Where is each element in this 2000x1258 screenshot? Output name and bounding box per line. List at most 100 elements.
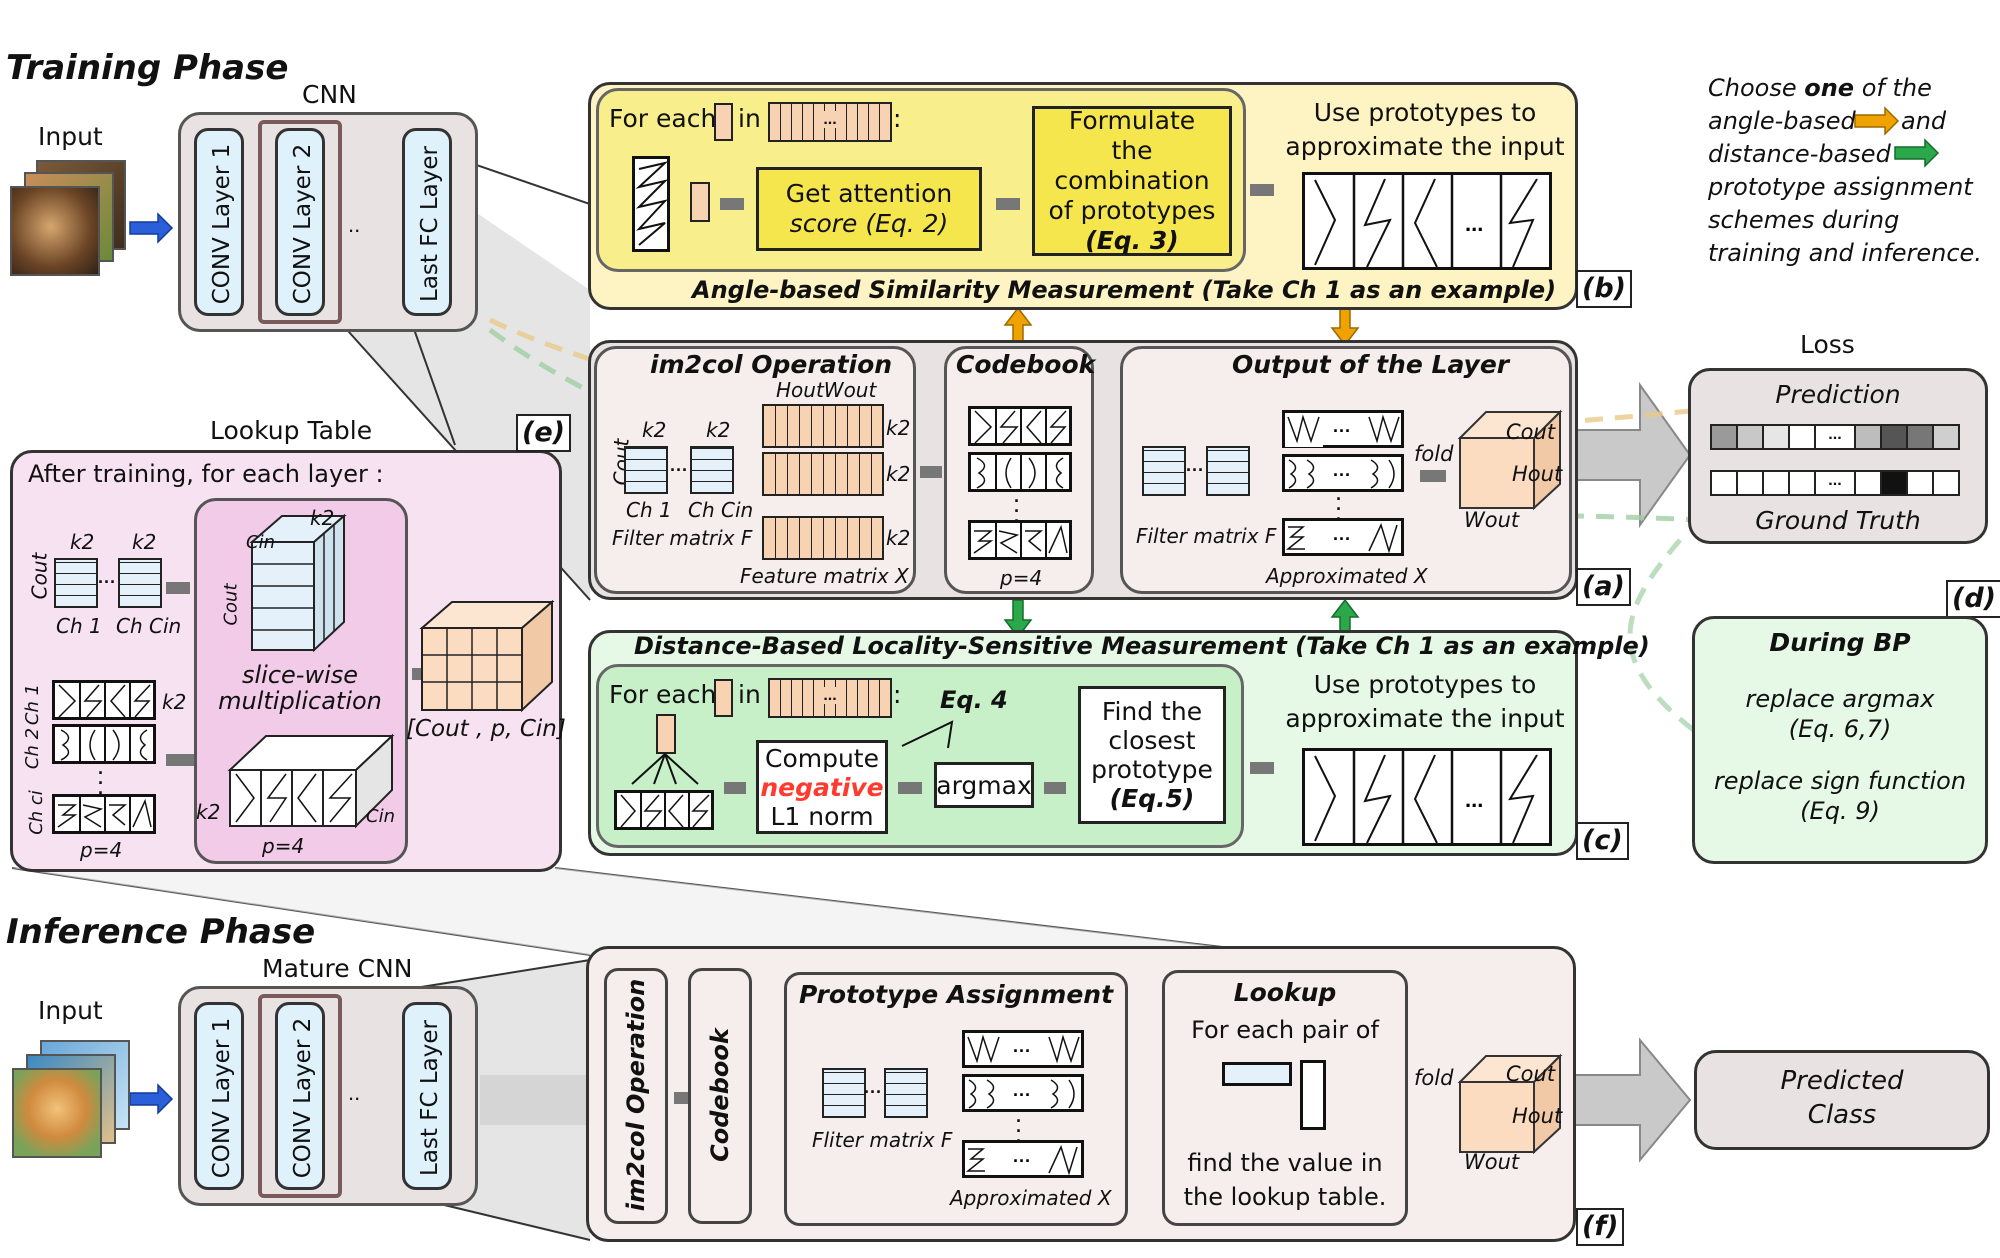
f-filter-2 [884, 1068, 928, 1118]
input-image-cat [10, 186, 100, 276]
approx-row-1: ··· [1282, 410, 1404, 448]
output-filter-1 [1142, 446, 1186, 496]
e-ch1: Ch 1 [56, 614, 102, 638]
note-line-3: distance-based [1708, 140, 1891, 168]
cube-cout: Cout [1506, 420, 1556, 444]
k2-label: k2 [886, 462, 911, 486]
loss-label: Loss [1800, 330, 1855, 359]
f-approx-row-1: ··· [962, 1030, 1084, 1068]
lookup-row-vector-icon [1222, 1062, 1292, 1086]
inference-layer2-highlight [258, 994, 342, 1198]
feature-row-3 [762, 516, 884, 560]
f-cube-hout: Hout [1512, 1104, 1563, 1128]
e-codebook-row-1 [52, 680, 156, 720]
lookup-box [1162, 970, 1408, 1226]
ground-truth-label: Ground Truth [1755, 506, 1921, 535]
panel-c-codebook-sketch [614, 790, 714, 830]
e-cin-bottom: Cin [366, 806, 395, 827]
e-filter-1 [54, 558, 98, 608]
e-k2: k2 [70, 530, 95, 554]
input-arrow-infer [129, 1083, 174, 1115]
training-input-label: Input [38, 122, 103, 151]
svg-text:···: ··· [1013, 1151, 1031, 1171]
panel-d-argmax: replace argmax(Eq. 6,7) [1745, 685, 1935, 743]
output-filter-ellipsis: ··· [1186, 460, 1204, 480]
panel-b-tag: (b) [1576, 270, 1633, 308]
svg-text:···: ··· [1333, 421, 1351, 441]
conv-layer-2-block[interactable]: CONV Layer 2 [275, 128, 325, 316]
f-codebook-box: Codebook [688, 968, 752, 1224]
codebook-row-2 [968, 452, 1072, 492]
arrow [1250, 762, 1274, 774]
inf-last-fc-layer-block[interactable]: Last FC Layer [402, 1002, 452, 1190]
output-filter-2 [1206, 446, 1250, 496]
green-arrow-codebook [1003, 599, 1033, 639]
inference-input-label: Input [38, 996, 103, 1025]
inf-conv-layer-1-block[interactable]: CONV Layer 1 [194, 1002, 244, 1190]
panel-c-vector-icon [714, 679, 733, 717]
prototype-assignment-title: Prototype Assignment [798, 980, 1114, 1009]
ground-truth-bar: ... [1710, 470, 1960, 496]
note-line-2: angle-based [1708, 107, 1856, 135]
f-approx-row-2: ··· [962, 1074, 1084, 1112]
f-output-cube [1457, 1053, 1563, 1155]
arrow [1044, 782, 1066, 794]
lookup-col-vector-icon [1300, 1060, 1326, 1130]
cube-hout: Hout [1512, 462, 1563, 486]
panel-b-input-sketch [632, 156, 670, 252]
arrow [166, 754, 200, 766]
panel-d-tag: (d) [1946, 580, 2000, 618]
conv-layer-1-block[interactable]: CONV Layer 1 [194, 128, 244, 316]
fold-label: fold [1414, 442, 1454, 466]
prediction-bar: ... [1710, 424, 1960, 450]
panel-c-in: in [738, 680, 761, 709]
lookup-result-cube [419, 599, 555, 713]
svg-text:...: ... [1465, 211, 1483, 236]
panel-b-prototypes-output: ... [1302, 172, 1552, 270]
arrow [1250, 184, 1274, 196]
bar-cell [1789, 426, 1816, 448]
big-arrow-to-loss [1569, 381, 1692, 529]
chcin-label: Ch Cin [688, 498, 754, 522]
panel-b-vector-icon-2 [690, 182, 710, 222]
training-phase-heading: Training Phase [6, 48, 289, 88]
panel-c-for-each: For each [609, 680, 717, 709]
arrow [898, 782, 922, 794]
p4-label: p=4 [1000, 566, 1043, 590]
lookup-result-shape: [Cout , p, Cin] [406, 716, 566, 742]
svg-text:...: ... [1465, 787, 1483, 812]
inference-phase-heading: Inference Phase [6, 912, 316, 952]
note-line-1: Choose one of the [1708, 74, 1932, 102]
last-fc-layer-block[interactable]: Last FC Layer [402, 128, 452, 316]
inf-conv-layer-2-block[interactable]: CONV Layer 2 [275, 1002, 325, 1190]
feature-row-2 [762, 452, 884, 496]
arrow [1420, 470, 1446, 482]
panel-d-backprop [1692, 616, 1988, 864]
e-codebook-row-3 [52, 794, 156, 834]
e-codebook-row-2 [52, 724, 156, 764]
note-line-4: prototype assignment [1708, 173, 1973, 201]
panel-c-tag: (c) [1576, 822, 1629, 860]
loss-panel [1688, 368, 1988, 544]
output-cube [1457, 409, 1563, 511]
filter-chcin-icon [690, 446, 734, 494]
bar-cell [1908, 426, 1934, 448]
panel-b-in: in [738, 104, 761, 133]
bar-cell: ... [1815, 472, 1857, 494]
codebook-row-3 [968, 520, 1072, 560]
codebook-row-1 [968, 406, 1072, 446]
svg-text:···: ··· [1013, 1041, 1031, 1061]
k2-label: k2 [642, 418, 667, 442]
bar-cell [1712, 426, 1738, 448]
panel-b-vector-icon [714, 103, 733, 141]
e-k2-bottom: k2 [196, 800, 221, 824]
bar-cell [1934, 472, 1958, 494]
f-filter-label: Fliter matrix F [812, 1128, 953, 1152]
arrow [720, 198, 744, 210]
bar-cell [1934, 426, 1958, 448]
approx-row-3: ··· [1282, 518, 1404, 556]
panel-e-title: After training, for each layer : [28, 460, 384, 488]
bar-cell [1856, 472, 1883, 494]
